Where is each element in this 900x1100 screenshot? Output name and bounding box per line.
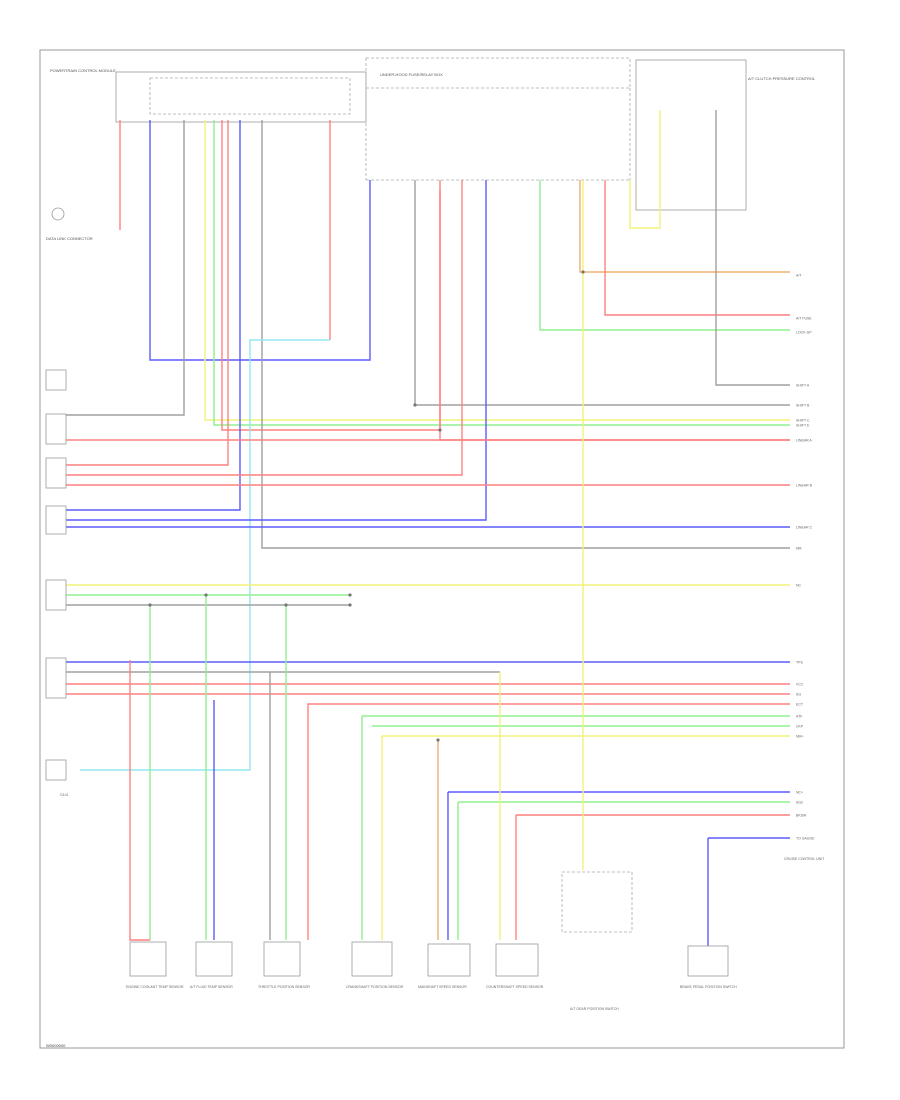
gear-label: A/T GEAR POSITION SWITCH: [570, 1007, 619, 1011]
left-connectors: [45, 369, 67, 781]
dlc-label: DATA LINK CONNECTOR: [46, 236, 93, 241]
wire-group: [66, 110, 790, 946]
crank-box: [351, 941, 393, 977]
fuse-relay-box: UNDER-HOOD FUSE/RELAY BOX: [365, 57, 631, 181]
right-label: NM: [796, 547, 802, 551]
wire-yellow: [204, 120, 790, 421]
splice-dot: [438, 428, 442, 432]
right-label: SHIFT C: [796, 419, 810, 423]
splice-dot: [581, 270, 585, 274]
right-label: TPS: [796, 661, 803, 665]
right-label: SHIFT A: [796, 384, 810, 388]
splice-dot: [413, 403, 417, 407]
ect-sensor-box: [129, 941, 167, 977]
right-label: SG: [796, 693, 801, 697]
wire-gray: [715, 110, 790, 386]
right-label: NC+: [796, 791, 803, 795]
right-label: LINEAR A: [796, 439, 812, 443]
right-label: SHIFT B: [796, 404, 810, 408]
wire-blue: [66, 180, 487, 521]
splice-dot: [204, 593, 208, 597]
splice-dot: [436, 738, 440, 742]
wire-green: [213, 120, 790, 426]
wire-orange: [579, 180, 790, 273]
relay-box: A/T CLUTCH PRESSURE CONTROL: [635, 59, 816, 211]
right-label: LINEAR B: [796, 484, 813, 488]
right-label: SG2: [796, 801, 803, 805]
cruise-label: CRUISE CONTROL UNIT: [784, 857, 825, 861]
right-label: NM+: [796, 735, 804, 739]
wire-blue: [66, 120, 241, 511]
brake-switch-box: [687, 945, 729, 977]
right-label: TO GAUGE: [796, 837, 815, 841]
tps-label: THROTTLE POSITION SENSOR: [258, 985, 310, 989]
right-label: A/T: [796, 274, 802, 278]
wire-green: [539, 180, 790, 331]
fuse-label: UNDER-HOOD FUSE/RELAY BOX: [380, 72, 443, 77]
right-label: ATF: [796, 715, 802, 719]
splice-dot: [284, 603, 288, 607]
right-label: LINEAR C: [796, 526, 813, 530]
powertrain-control-module: POWERTRAIN CONTROL MODULE: [50, 68, 367, 123]
bottom-sensors: ENGINE COOLANT TEMP SENSOR A/T FLUID TEM…: [60, 793, 825, 1011]
wire-gray: [66, 120, 185, 416]
right-label: SHIFT E: [796, 424, 810, 428]
wire-red: [66, 120, 229, 466]
countershaft-label: COUNTERSHAFT SPEED SENSOR: [486, 985, 544, 989]
splice-dot: [348, 603, 352, 607]
right-label: LOCK-UP: [796, 331, 812, 335]
right-label: VCC: [796, 683, 804, 687]
data-link-connector: DATA LINK CONNECTOR: [46, 207, 93, 241]
gear-switch-box: [561, 871, 633, 933]
wire-blue: [149, 120, 371, 361]
wire-red: [307, 703, 790, 940]
wire-red: [66, 180, 463, 476]
wire-gray: [261, 120, 790, 549]
splice-dot: [348, 593, 352, 597]
right-label: A/T FUSE: [796, 317, 812, 321]
splice-dot: [148, 603, 152, 607]
atf-label: A/T FLUID TEMP SENSOR: [190, 985, 233, 989]
ecm-label: POWERTRAIN CONTROL MODULE: [50, 68, 116, 73]
ect-label: ENGINE COOLANT TEMP SENSOR: [126, 985, 184, 989]
wire-red: [604, 180, 790, 316]
tps-box: [263, 941, 301, 977]
ground-label: G101: [60, 793, 69, 797]
diagram-code: W0000000: [46, 1043, 66, 1048]
right-label: NC: [796, 584, 802, 588]
crank-label: CRANKSHAFT POSITION SENSOR: [346, 985, 404, 989]
mainshaft-box: [427, 943, 471, 977]
diagram-frame: [39, 49, 845, 1049]
right-label: BKSW: [796, 814, 807, 818]
wire-gray: [414, 180, 790, 406]
wire-cyan: [80, 339, 330, 771]
right-label: ECT: [796, 703, 804, 707]
mainshaft-label: MAINSHAFT SPEED SENSOR: [418, 985, 467, 989]
wire-red: [129, 660, 150, 941]
relay-label: A/T CLUTCH PRESSURE CONTROL: [748, 76, 816, 81]
wire-red: [221, 120, 441, 431]
countershaft-box: [495, 943, 539, 977]
right-label: CKP: [796, 725, 804, 729]
brake-label: BRAKE PEDAL POSITION SWITCH: [680, 985, 737, 989]
wire-yellow: [629, 110, 661, 229]
atf-sensor-box: [195, 941, 233, 977]
